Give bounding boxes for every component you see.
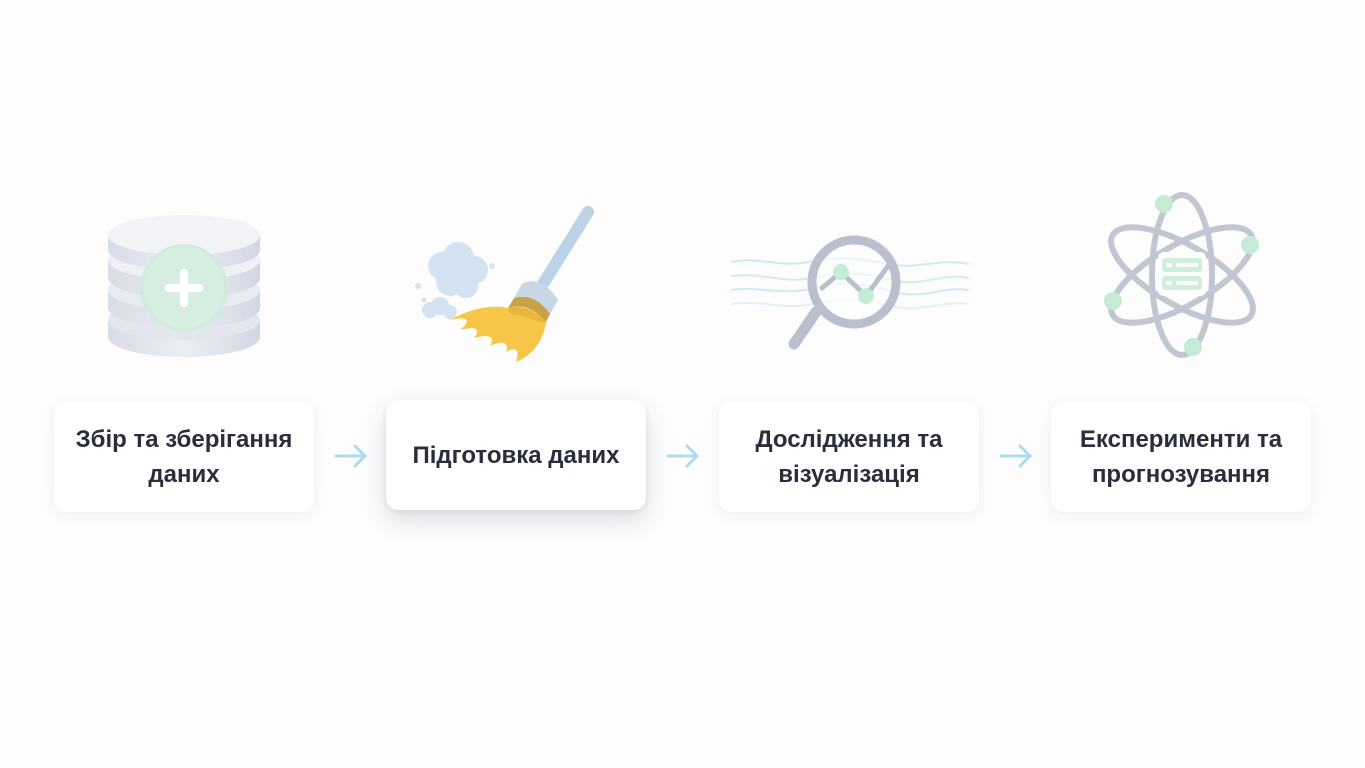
atom-server-icon [1104,192,1259,358]
step-label-explore: Дослідження та візуалізація [755,426,943,488]
magnifier-chart-icon [731,235,969,350]
step-card-experiment[interactable]: Експерименти та прогнозування [1051,402,1311,512]
step-label-collect: Збір та зберігання даних [75,426,293,488]
broom-icon [415,206,594,362]
arrow-right-icon [999,444,1032,468]
arrow-right-icon [334,444,367,468]
step-card-prepare[interactable]: Підготовка даних [386,400,646,510]
step-card-explore[interactable]: Дослідження та візуалізація [719,402,979,512]
database-plus-icon [108,215,260,357]
step-card-collect[interactable]: Збір та зберігання даних [54,402,314,512]
arrow-right-icon [666,444,699,468]
step-label-prepare: Підготовка даних [412,441,620,469]
step-label-experiment: Експерименти та прогнозування [1079,426,1283,488]
